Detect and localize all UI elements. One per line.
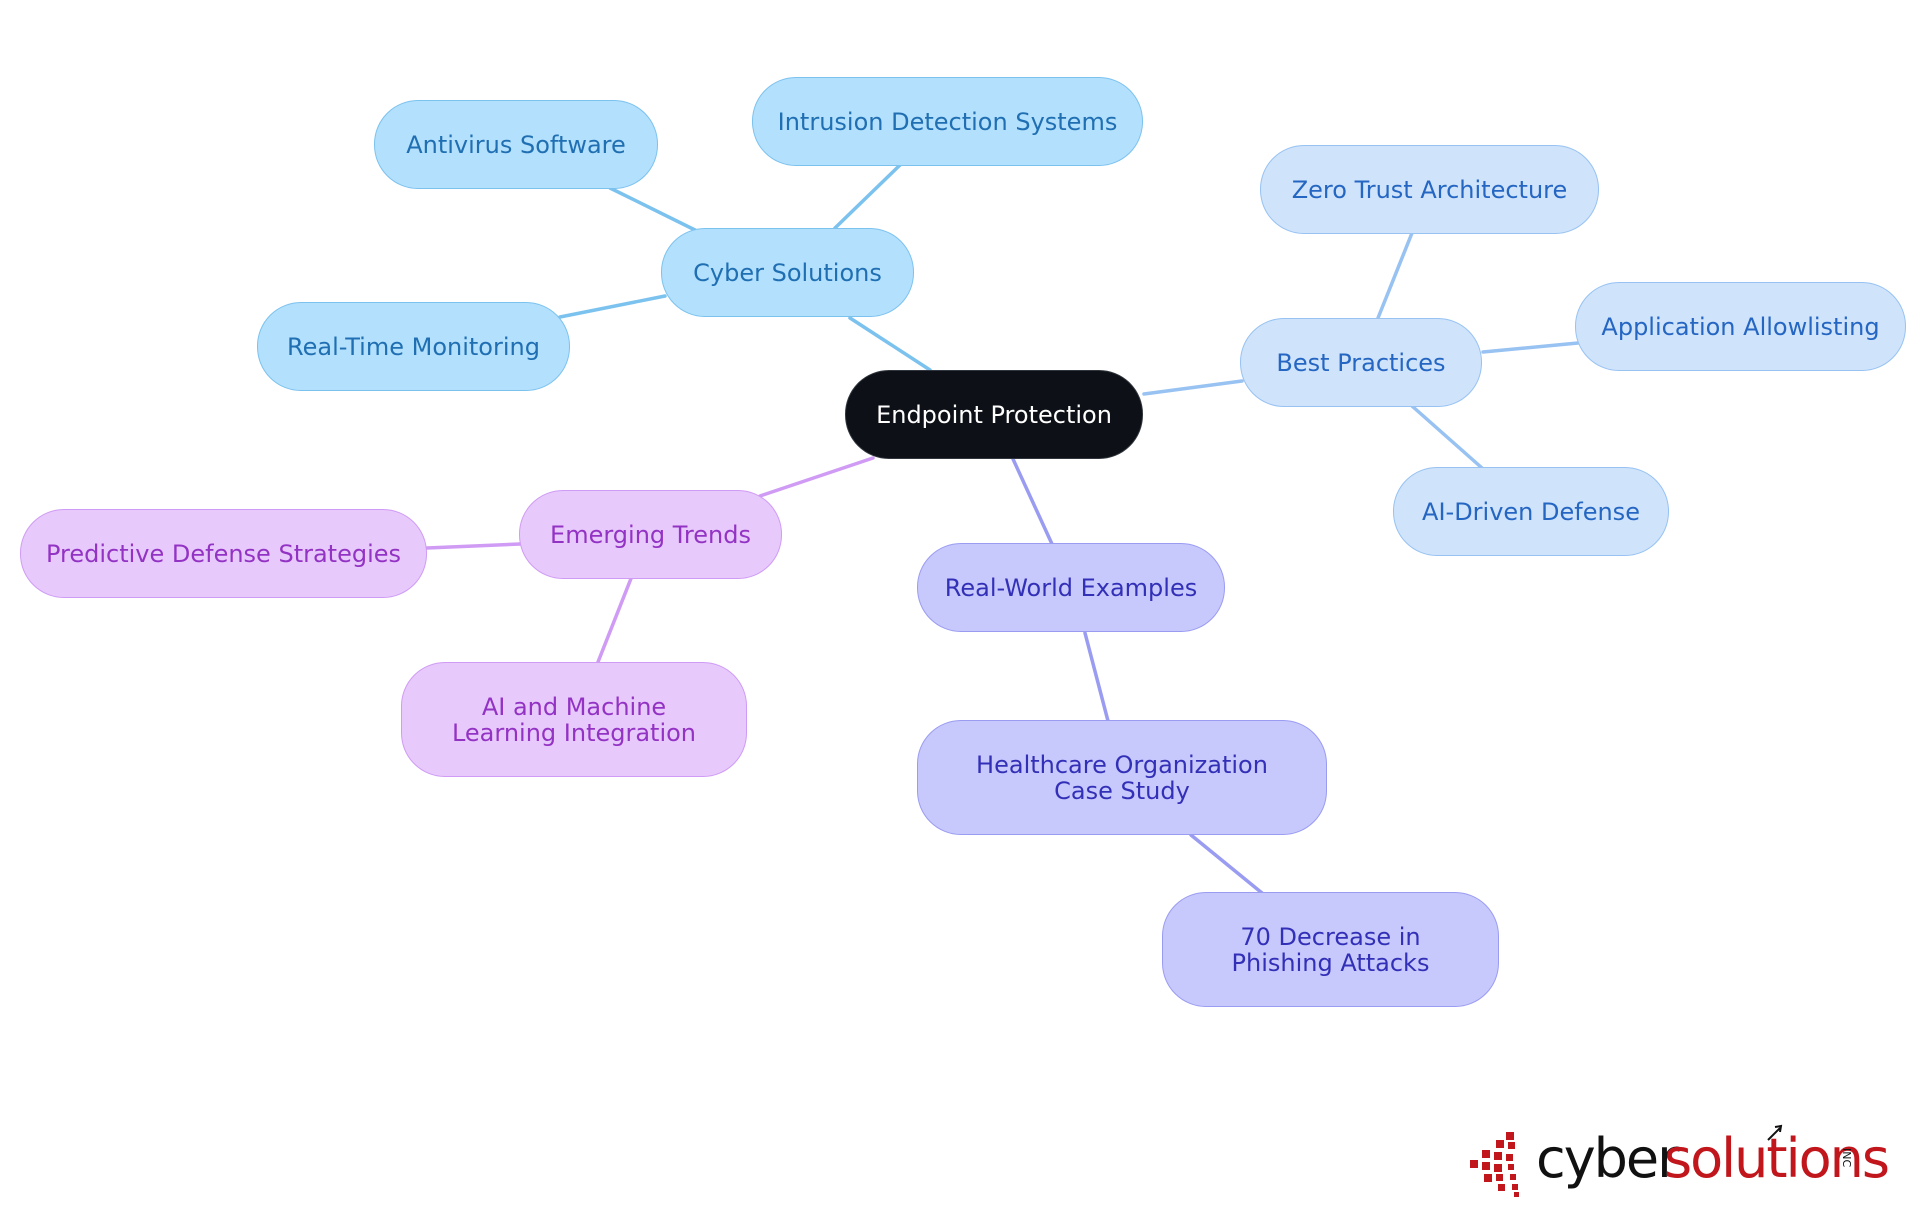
leaf-node-application-allowlisting: Application Allowlisting — [1575, 282, 1906, 371]
edge-best-zerotrust — [1376, 231, 1414, 320]
leaf-node-ai-driven-defense: AI-Driven Defense — [1393, 467, 1669, 556]
edge-cyber-antivirus — [608, 186, 697, 232]
edge-emerging-predictive — [425, 542, 522, 550]
edge-realworld-healthcare — [1083, 631, 1110, 723]
leaf-node-real-time-monitoring: Real-Time Monitoring — [257, 302, 570, 391]
logo-inc-suffix: INC — [1840, 1148, 1853, 1168]
leaf-node-predictive-defense-strategies: Predictive Defense Strategies — [20, 509, 427, 598]
logo-word-cyber: cyber — [1536, 1127, 1679, 1190]
edge-cyber-intrusion — [833, 163, 902, 230]
edge-root-best-practices — [1142, 379, 1244, 396]
edge-healthcare-phishing — [1189, 833, 1264, 895]
leaf-node-zero-trust-architecture: Zero Trust Architecture — [1260, 145, 1599, 234]
edge-root-cyber-solutions — [848, 316, 932, 372]
logo-word-solutions: solutions — [1664, 1127, 1890, 1190]
red-pixel-mark-icon — [1470, 1132, 1519, 1197]
branch-node-emerging-trends: Emerging Trends — [519, 490, 782, 579]
edge-root-realworld — [1011, 457, 1054, 546]
logo-arrow-icon — [1767, 1124, 1783, 1141]
edge-best-aidriven — [1410, 404, 1484, 470]
edge-cyber-realtime — [558, 294, 667, 319]
leaf-node-intrusion-detection-systems: Intrusion Detection Systems — [752, 77, 1143, 166]
edge-emerging-aiml — [596, 574, 634, 664]
leaf-node-healthcare-case-study: Healthcare Organization Case Study — [917, 720, 1327, 835]
edge-best-allowlisting — [1481, 341, 1580, 354]
branch-node-best-practices: Best Practices — [1240, 318, 1482, 407]
edge-root-emerging — [758, 456, 875, 498]
branch-node-cyber-solutions: Cyber Solutions — [661, 228, 914, 317]
leaf-node-phishing-decrease: 70 Decrease in Phishing Attacks — [1162, 892, 1499, 1007]
cybersolutions-logo: cyber solutions INC — [1468, 1122, 1890, 1197]
root-node-endpoint-protection: Endpoint Protection — [845, 370, 1143, 459]
leaf-node-ai-ml-integration: AI and Machine Learning Integration — [401, 662, 747, 777]
leaf-node-antivirus-software: Antivirus Software — [374, 100, 658, 189]
branch-node-real-world-examples: Real-World Examples — [917, 543, 1225, 632]
